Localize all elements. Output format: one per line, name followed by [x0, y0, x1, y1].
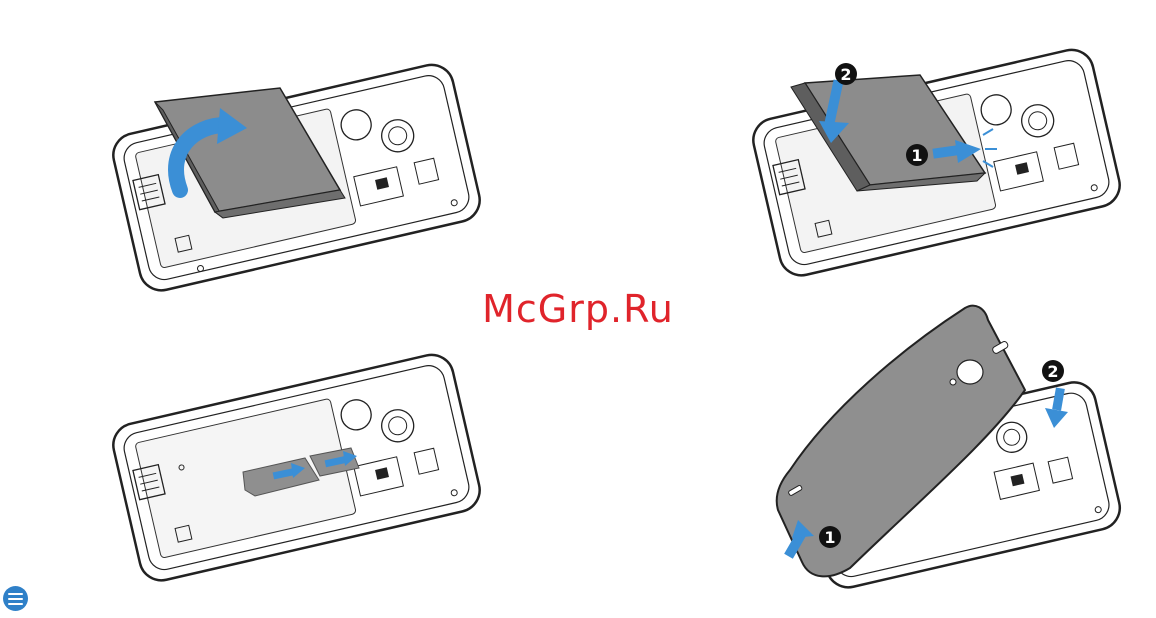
- phone-back-illustration: 1 2: [770, 300, 1110, 590]
- phone-back-illustration: 2 1: [745, 25, 1125, 265]
- step-badge-1: 1: [906, 144, 928, 166]
- step-badge-2: 2: [835, 63, 857, 85]
- svg-text:1: 1: [911, 146, 922, 165]
- phone-back-illustration: [105, 330, 485, 570]
- note-icon: [3, 586, 28, 611]
- panel-insert-sim: [105, 330, 485, 570]
- panel-remove-battery: [105, 40, 485, 280]
- svg-text:2: 2: [1047, 362, 1058, 381]
- step-badge-1: 1: [819, 526, 841, 548]
- panel-insert-battery: 2 1: [745, 25, 1125, 265]
- svg-text:1: 1: [824, 528, 835, 547]
- svg-text:2: 2: [840, 65, 851, 84]
- panel-attach-cover: 1 2: [770, 300, 1110, 590]
- step-badge-2: 2: [1042, 360, 1064, 382]
- phone-back-illustration: [105, 40, 485, 280]
